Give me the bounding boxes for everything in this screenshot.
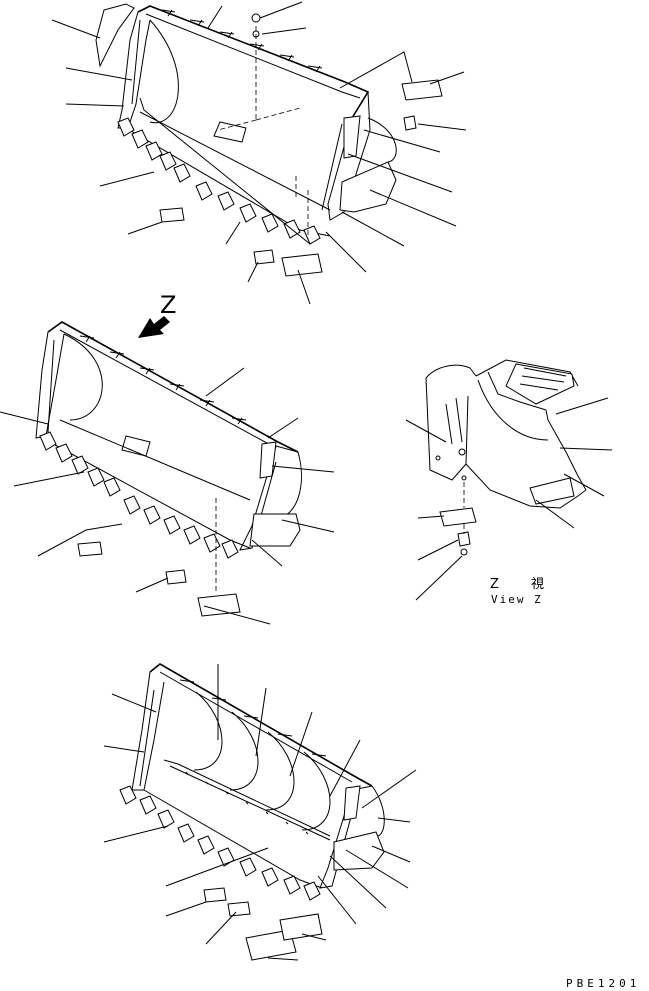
figure-code: PBE1201 [566,977,641,990]
wear-plate-part [95,3,135,68]
side-plate-part-2 [249,513,301,547]
teeth-row-bottom [119,785,321,901]
view-marker-label: Z [160,291,177,319]
view-label-en: View Z [491,593,543,606]
shim-part [159,207,185,223]
side-plate-part-4 [333,831,385,871]
bucket-view-middle [0,316,335,625]
adapter-plate-part [281,253,323,277]
leader-lines-bottom [103,664,417,961]
clip-part [401,79,443,101]
side-cutter-part [339,161,397,213]
leader-lines-middle [0,367,335,625]
leader-lines-top [51,1,467,305]
bucket-view-top [51,1,467,305]
view-label-jp: Z 視 [490,577,559,592]
view-z-detail [405,359,613,601]
teeth-row-middle [39,431,239,559]
view-z-arrow-icon [138,316,170,338]
bucket-view-bottom [103,663,417,961]
leader-lines-view-z [405,397,613,601]
plate-part-z [439,507,477,527]
